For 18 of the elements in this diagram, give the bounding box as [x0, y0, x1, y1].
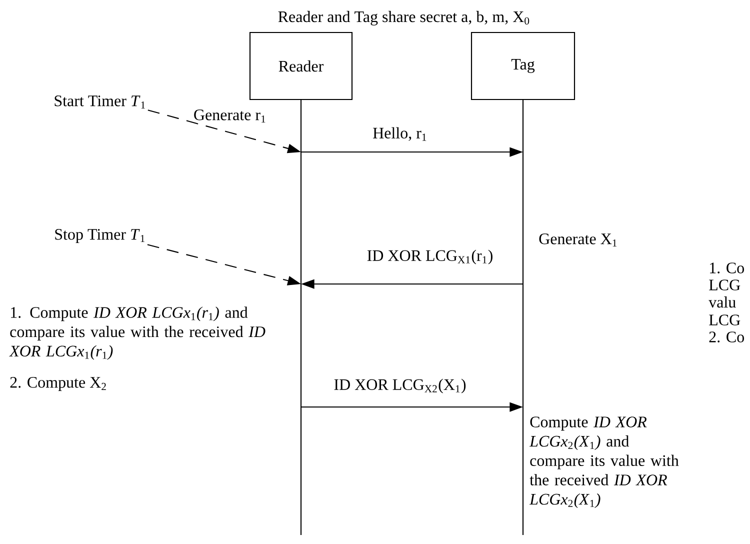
note: 2. Co: [709, 332, 744, 342]
note: LCG: [709, 280, 740, 290]
edge-label: ID XOR LCG$_{X1}$(r$_{1}$): [366, 248, 494, 266]
timer-note: Stop Timer T$_{1}$: [55, 229, 145, 243]
note: 1. Compute ID XOR LCGx$_{1}$(r$_{1}$) and compare its value with the received ID XOR LCGx$_{1}$(r$_{1}$): [9, 306, 266, 360]
note: Generate r$_{1}$: [194, 110, 266, 122]
edge-label: ID XOR LCG$_{X2}$(X$_{1}$): [332, 377, 468, 395]
note: Generate X$_{1}$: [539, 234, 617, 246]
title: Reader and Tag share secret a, b, m, X$_{0}$: [278, 10, 530, 26]
note: LCG: [709, 314, 740, 326]
participant-box: Tag: [470, 32, 576, 100]
note: 2. Compute X$_{2}$: [10, 377, 106, 391]
participant-box: Reader: [249, 32, 353, 100]
edge-label: Hello, r$_{1}$: [371, 126, 429, 142]
timer-note: Start Timer T$_{1}$: [54, 96, 145, 108]
note: valu: [708, 296, 736, 308]
note: 1. Co: [710, 262, 744, 274]
note: Compute ID XOR LCGx$_{2}$(X$_{1}$) and compare its value with the received ID XOR LCGx$_{2}$(X$_{1}$): [529, 416, 679, 508]
